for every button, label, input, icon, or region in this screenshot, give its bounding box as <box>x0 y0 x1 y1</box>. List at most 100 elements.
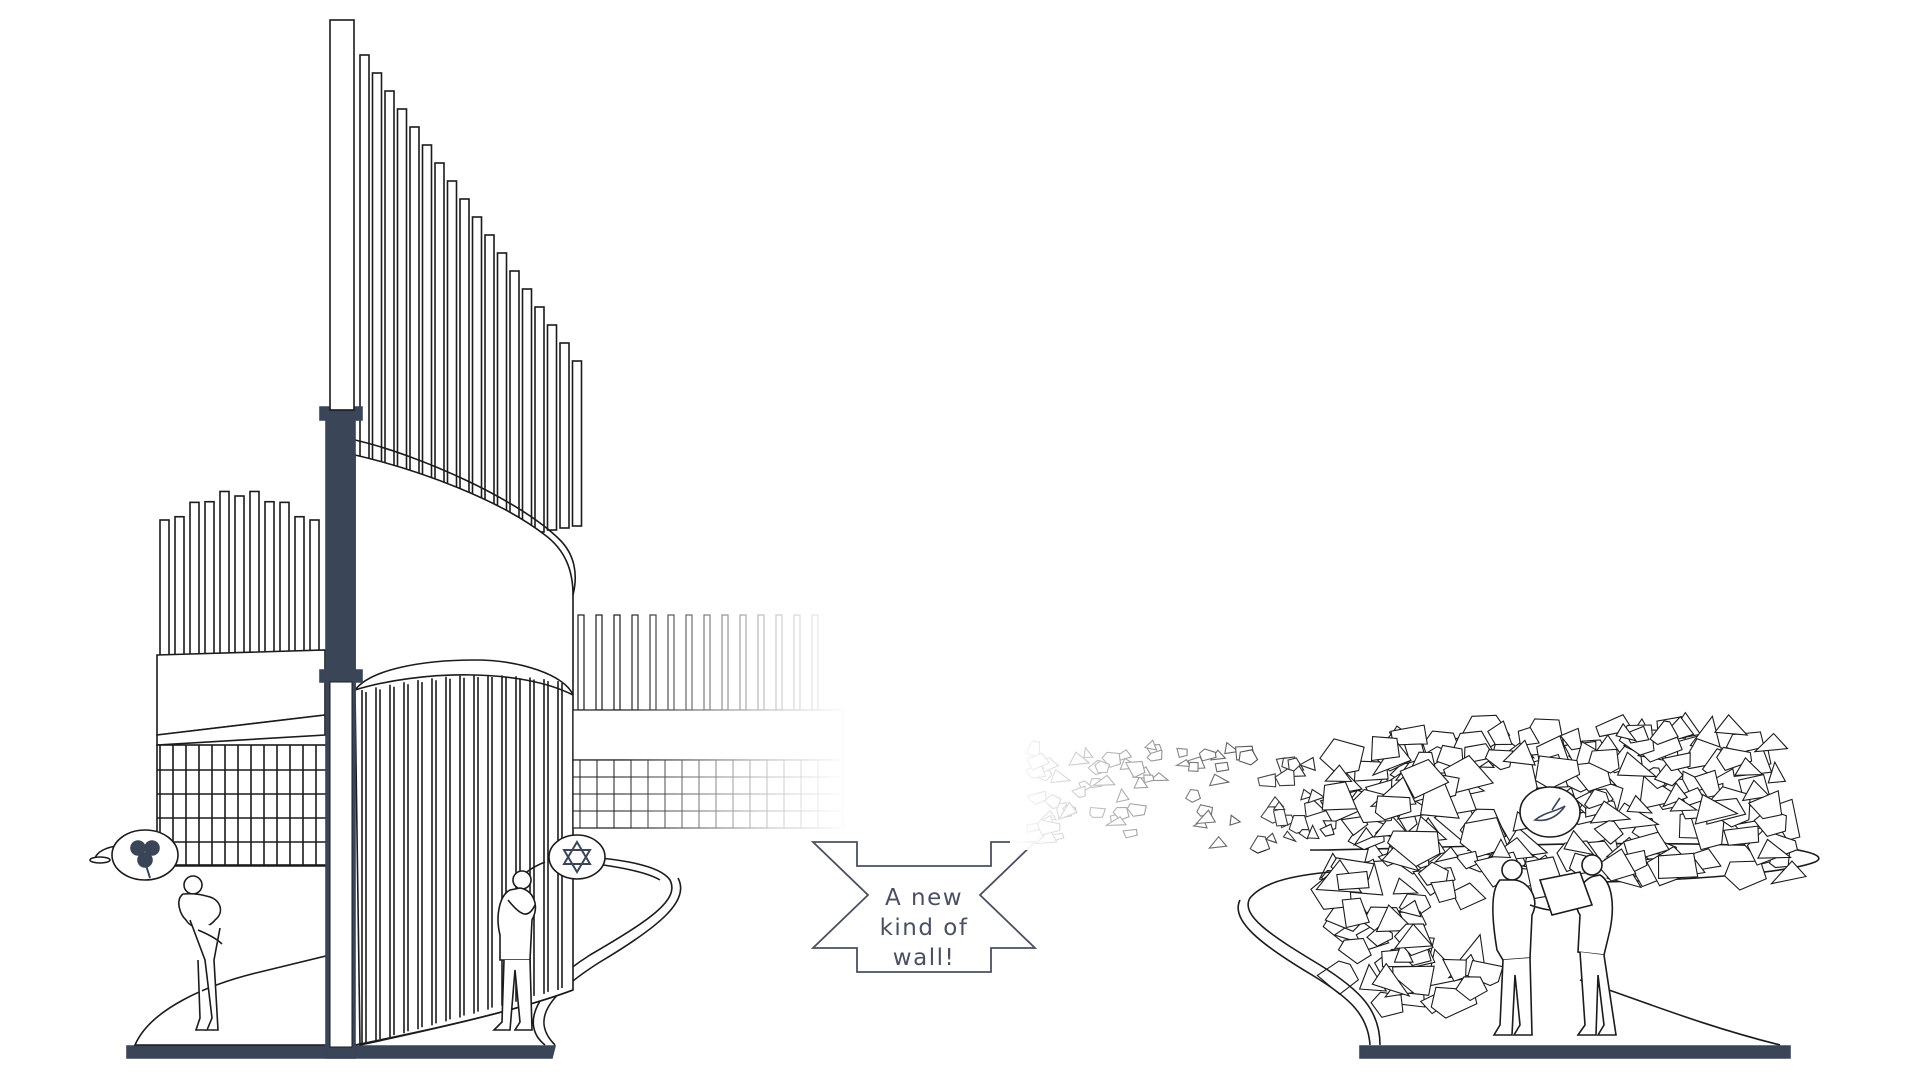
rear-band-lower <box>156 714 326 746</box>
back-fin <box>249 490 260 661</box>
left-wall-scene <box>89 19 850 1059</box>
paper-facet <box>1534 755 1581 790</box>
dove-medallion <box>1519 786 1581 838</box>
dove-icon <box>1533 797 1566 822</box>
paper-facet <box>1769 860 1808 885</box>
back-fins-left <box>159 490 320 661</box>
tall-fin <box>546 324 558 531</box>
right-hedge-scene <box>1010 711 1820 1059</box>
paper-facet <box>1399 758 1450 800</box>
paper-facet <box>1324 764 1353 783</box>
paper-facet <box>1430 879 1457 904</box>
held-panel <box>1538 871 1594 916</box>
paper-facet <box>1716 746 1753 772</box>
caption-arrow: A new kind of wall! <box>810 841 1038 973</box>
distant-fin <box>577 614 585 711</box>
paper-facet <box>1657 852 1699 879</box>
star-disc <box>548 834 606 880</box>
paper-facet <box>1661 752 1691 772</box>
distant-fin <box>595 614 603 711</box>
paper-facet <box>1370 991 1404 1018</box>
paper-facet <box>1669 797 1699 812</box>
back-fin <box>264 500 275 661</box>
left-path <box>133 954 357 1046</box>
person-hedge-left <box>1492 859 1561 1036</box>
paper-facet <box>1374 795 1412 821</box>
paper-facet <box>1693 769 1722 798</box>
paper-facet <box>1337 937 1372 965</box>
back-fin <box>159 519 170 661</box>
tall-fin <box>471 216 483 543</box>
curved-front-band <box>354 453 574 696</box>
paper-facet <box>1753 732 1789 753</box>
shamrock-icon <box>130 840 160 879</box>
paper-facet <box>1661 782 1689 808</box>
column-inner-strip <box>329 681 353 1048</box>
right-path <box>1237 871 1381 1046</box>
back-fin <box>279 501 290 661</box>
back-fin <box>174 515 185 661</box>
back-fin <box>204 500 215 661</box>
caption-line-1: A new <box>885 885 963 911</box>
front-glazing <box>354 674 574 1046</box>
paper-facet <box>1588 748 1620 774</box>
left-path-curve <box>532 857 682 1046</box>
hedge-fade <box>1010 730 1330 850</box>
double-arrow-shape <box>810 841 1038 973</box>
paper-facet <box>1593 820 1624 845</box>
paper-facet <box>1352 826 1374 846</box>
paper-facet <box>1386 830 1441 868</box>
back-fin <box>219 490 230 661</box>
paper-facet <box>1626 794 1654 814</box>
shamrock-medallion <box>89 829 179 881</box>
paper-facet <box>1417 861 1449 886</box>
paper-facet <box>1370 736 1401 762</box>
tall-fin <box>559 342 570 529</box>
paper-facet <box>1441 958 1467 982</box>
tower-top <box>329 19 355 411</box>
paper-facet <box>1502 739 1536 766</box>
back-fin <box>189 501 200 661</box>
tall-fin <box>521 288 533 535</box>
person-left <box>178 875 223 1031</box>
paper-facet <box>1433 846 1459 863</box>
paper-facet <box>1694 793 1739 825</box>
right-base-slab <box>1359 1045 1791 1059</box>
paper-facet <box>1455 976 1488 1002</box>
distant-fin <box>613 614 621 711</box>
caption-line-3: wall! <box>893 945 955 971</box>
back-fin <box>309 519 320 661</box>
tall-fin <box>571 360 583 527</box>
tall-fin <box>534 306 545 533</box>
glazing-frame <box>156 744 328 866</box>
star-of-david-icon <box>562 840 592 874</box>
paper-facet <box>1734 757 1764 776</box>
back-fin <box>294 515 305 661</box>
paper-facet <box>1723 860 1767 891</box>
paper-facet <box>1747 790 1783 820</box>
curved-front-band-edge <box>354 439 576 596</box>
paper-facet <box>1491 838 1512 859</box>
paper-facet <box>1616 751 1658 778</box>
paper-facet <box>1723 825 1760 846</box>
paper-facet <box>1559 727 1583 751</box>
tall-fin <box>509 270 520 537</box>
paper-facet <box>1487 720 1513 746</box>
paper-facet <box>1459 816 1509 858</box>
paper-facet <box>1563 829 1595 856</box>
paper-facet <box>1397 899 1422 918</box>
paper-facet <box>1741 779 1771 802</box>
person-center <box>492 870 537 1031</box>
back-fin <box>234 495 245 661</box>
caption-line-2: kind of <box>880 915 969 941</box>
paper-facet <box>1341 897 1370 929</box>
lower-glazing-left <box>156 744 328 867</box>
distant-fade <box>620 600 850 840</box>
paper-facet <box>1451 882 1487 911</box>
paper-facet <box>1336 870 1370 891</box>
front-glaze-base <box>354 989 574 1046</box>
paper-facet <box>1713 714 1749 736</box>
paper-facet <box>1649 720 1679 746</box>
paper-facet <box>1756 838 1793 859</box>
